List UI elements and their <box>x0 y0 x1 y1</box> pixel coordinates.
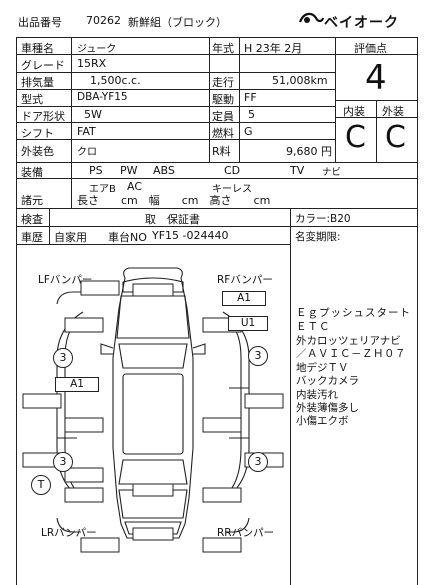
history-value: 自家用 <box>54 231 87 244</box>
model-label: 車種名 <box>21 42 54 55</box>
check-label: 検査 <box>21 213 43 226</box>
exterior-label: 外装 <box>382 105 404 118</box>
equip-ac: AC <box>127 180 143 193</box>
shift-value: FAT <box>77 125 96 138</box>
fuel-label: 燃料 <box>212 127 234 140</box>
equip-tv: TV <box>290 164 305 177</box>
color-code: カラー:B20 <box>295 213 351 225</box>
doors-label: ドア形状 <box>21 110 65 123</box>
note-5: 地デジＴＶ <box>296 362 349 374</box>
dent-circle-lr: 3 <box>53 452 73 472</box>
lot-type: 新鮮組（ブロック） <box>128 16 227 29</box>
mileage-value: 51,008km <box>272 74 328 87</box>
drive-label: 駆動 <box>212 93 234 106</box>
dims-label: 諸元 <box>21 194 43 207</box>
name-change: 名変期限: <box>295 231 341 243</box>
dent-circle-lf: 3 <box>53 348 73 368</box>
mileage-label: 走行 <box>212 76 234 89</box>
note-1: Ｅｇプッシュスタート <box>296 307 411 319</box>
color-label: 外装色 <box>21 145 54 158</box>
displacement-label: 排気量 <box>21 76 54 89</box>
note-7: 内装汚れ <box>296 389 338 401</box>
shift-label: シフト <box>21 127 54 140</box>
note-8: 外装薄傷多し <box>296 402 359 414</box>
score-value: 4 <box>365 58 387 98</box>
equip-airbag: エアB <box>89 184 116 195</box>
equip-ps: PS <box>89 164 103 177</box>
doors-value: 5W <box>84 108 102 121</box>
rr-bumper-label: RRバンパー <box>217 527 275 539</box>
check-value: 取 保証書 <box>145 213 200 226</box>
seats-label: 定員 <box>212 110 234 123</box>
recycle-value: 9,680 円 <box>286 145 332 158</box>
seats-value: 5 <box>248 108 255 121</box>
lf-bumper-label: LFバンパー <box>38 274 93 286</box>
color-value: クロ <box>77 147 97 158</box>
equip-navi: ナビ <box>322 167 342 178</box>
drive-value: FF <box>244 91 257 104</box>
wave-logo-icon <box>298 10 325 31</box>
note-9: 小傷エクボ <box>296 415 349 427</box>
recycle-label: R料 <box>212 145 231 158</box>
displacement-value: 1,500c.c. <box>90 74 141 87</box>
mark-rf-a1: A1 <box>222 291 266 306</box>
equip-keyless: キーレス <box>212 184 252 195</box>
interior-value: C <box>345 120 366 155</box>
grade-value: 15RX <box>77 57 107 70</box>
lr-bumper-label: LRバンパー <box>41 527 97 539</box>
history-label: 車歴 <box>21 231 43 244</box>
equipment-label: 装備 <box>21 166 43 179</box>
mark-left-a1: A1 <box>55 377 99 392</box>
lot-number: 70262 <box>86 14 121 27</box>
note-6: バックカメラ <box>296 375 359 387</box>
score-label: 評価点 <box>354 42 387 55</box>
type-value: DBA-YF15 <box>77 91 128 103</box>
model-value: ジューク <box>77 44 117 55</box>
fuel-value: G <box>244 125 253 138</box>
interior-label: 内装 <box>343 105 365 118</box>
dims-text: 長さ cm 幅 cm 高さ cm <box>77 194 271 207</box>
chassis-value: YF15 -024440 <box>152 229 229 242</box>
car-diagram <box>22 267 284 553</box>
tire-circle-t: T <box>31 475 51 495</box>
note-3: 外カロッツェリアナビ <box>296 335 401 347</box>
rf-bumper-label: RFバンパー <box>217 274 273 286</box>
dent-circle-rf: 3 <box>248 346 268 366</box>
dent-circle-rr: 3 <box>248 452 268 472</box>
lot-label: 出品番号 <box>18 16 62 29</box>
brand-logo: ベイオーク <box>324 15 399 31</box>
type-label: 型式 <box>21 93 43 106</box>
equip-pw: PW <box>120 164 138 177</box>
chassis-label: 車台NO <box>108 231 147 244</box>
equip-abs: ABS <box>153 164 175 177</box>
note-2: ＥＴＣ <box>296 321 331 333</box>
note-4: ／ＡＶＩＣ－ＺＨ０７ <box>296 348 406 360</box>
grade-label: グレード <box>21 59 65 72</box>
year-value: H 23年 2月 <box>244 42 303 55</box>
year-label: 年式 <box>212 42 234 55</box>
exterior-value: C <box>385 120 406 155</box>
equip-cd: CD <box>224 164 241 177</box>
mark-u1: U1 <box>228 316 268 331</box>
